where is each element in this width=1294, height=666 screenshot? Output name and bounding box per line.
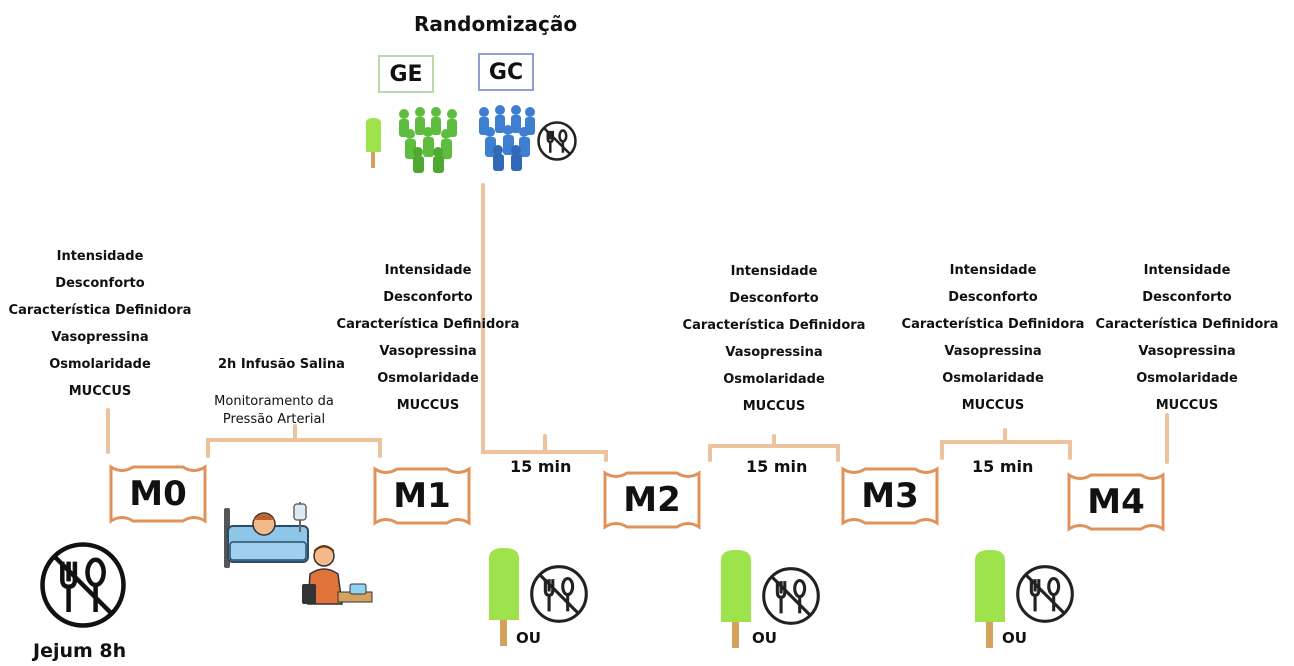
measure-item: Intensidade: [949, 263, 1037, 278]
measure-item: Vasopressina: [379, 344, 477, 359]
popsicle-icon: [721, 550, 751, 648]
group-ge-label: GE: [389, 61, 423, 87]
measure-item: Intensidade: [730, 264, 818, 279]
measure-item: Vasopressina: [725, 345, 823, 360]
moment-label: M1: [393, 476, 451, 516]
moment-banner-shape: [603, 470, 701, 530]
measure-item: Característica Definidora: [8, 303, 192, 318]
measure-item: Vasopressina: [51, 330, 149, 345]
or-label: OU: [516, 629, 541, 647]
measure-item: Vasopressina: [944, 344, 1042, 359]
moment-banner-shape: [1067, 472, 1165, 532]
interval-label: 15 min: [510, 457, 572, 476]
popsicle-icon: [489, 548, 519, 646]
nurse-icon: [302, 545, 373, 605]
moment-label: M4: [1087, 482, 1145, 522]
measure-item: Desconforto: [383, 290, 473, 305]
measure-item: Osmolaridade: [1136, 371, 1238, 386]
group-gc-box: GC: [478, 53, 534, 91]
no-food-icon: [40, 542, 126, 628]
group-gc-label: GC: [488, 59, 524, 85]
moment-label: M3: [861, 476, 919, 516]
measure-item: Osmolaridade: [49, 357, 151, 372]
popsicle-icon: [975, 550, 1005, 648]
measure-item: Característica Definidora: [901, 317, 1085, 332]
measures-list-m1: Intensidade Desconforto Característica D…: [328, 257, 528, 419]
measure-item: Osmolaridade: [942, 371, 1044, 386]
moment-box-m3: M3: [840, 466, 940, 526]
measure-item: Osmolaridade: [723, 372, 825, 387]
moment-banner-shape: [109, 464, 207, 524]
moment-box-m4: M4: [1066, 472, 1166, 532]
measure-item: MUCCUS: [68, 384, 132, 399]
measure-item: Vasopressina: [1138, 344, 1236, 359]
interval-label: 15 min: [746, 457, 808, 476]
measure-item: Característica Definidora: [336, 317, 520, 332]
moment-banner-shape: [373, 466, 471, 526]
patient-bed-icon: [224, 502, 309, 568]
crowd-icon: [479, 105, 535, 171]
interval-label: 15 min: [972, 457, 1034, 476]
measure-item: MUCCUS: [961, 398, 1025, 413]
infusion-title: 2h Infusão Salina: [218, 357, 345, 372]
fasting-label: Jejum 8h: [33, 640, 127, 662]
measure-item: Desconforto: [948, 290, 1038, 305]
measure-item: MUCCUS: [1155, 398, 1219, 413]
measures-list-m2: Intensidade Desconforto Característica D…: [674, 258, 874, 420]
no-food-icon: [537, 121, 577, 161]
no-food-icon: [530, 565, 588, 623]
measures-list-m4: Intensidade Desconforto Característica D…: [1087, 257, 1287, 419]
measure-item: Característica Definidora: [682, 318, 866, 333]
measure-item: Osmolaridade: [377, 371, 479, 386]
measure-item: Intensidade: [1143, 263, 1231, 278]
or-label: OU: [752, 629, 777, 647]
moment-label: M2: [623, 480, 681, 520]
infusion-subtitle: Monitoramento da Pressão Arterial: [214, 394, 334, 427]
crowd-icon: [399, 107, 457, 173]
measure-item: MUCCUS: [396, 398, 460, 413]
measure-item: Desconforto: [55, 276, 145, 291]
moment-banner-shape: [841, 466, 939, 526]
or-label: OU: [1002, 629, 1027, 647]
measure-item: Intensidade: [384, 263, 472, 278]
moment-label: M0: [129, 474, 187, 514]
measures-list-m3: Intensidade Desconforto Característica D…: [893, 257, 1093, 419]
measure-item: MUCCUS: [742, 399, 806, 414]
popsicle-icon: [366, 118, 381, 168]
measure-item: Intensidade: [56, 249, 144, 264]
moment-box-m0: M0: [108, 464, 208, 524]
group-ge-box: GE: [378, 55, 434, 93]
no-food-icon: [1016, 565, 1074, 623]
measure-item: Desconforto: [1142, 290, 1232, 305]
moment-box-m2: M2: [602, 470, 702, 530]
measure-item: Desconforto: [729, 291, 819, 306]
randomization-title: Randomização: [414, 12, 578, 36]
measure-item: Característica Definidora: [1095, 317, 1279, 332]
no-food-icon: [762, 567, 820, 625]
moment-box-m1: M1: [372, 466, 472, 526]
measures-list-m0: Intensidade Desconforto Característica D…: [0, 243, 200, 405]
